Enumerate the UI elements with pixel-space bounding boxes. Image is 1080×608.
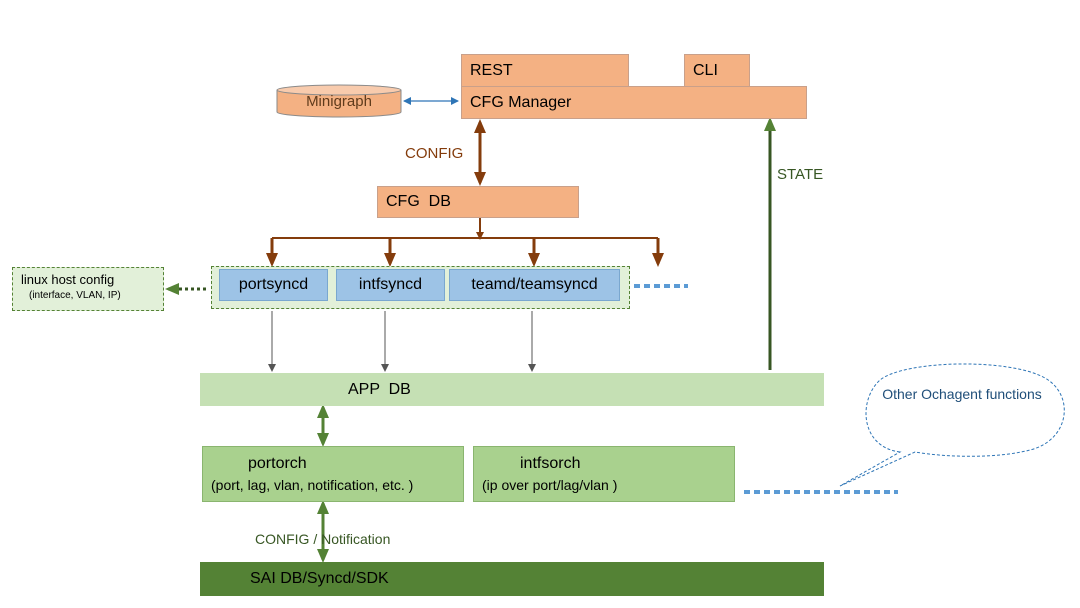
- linux-host-config-box: linux host config (interface, VLAN, IP): [12, 267, 164, 311]
- app-db-label: APP DB: [348, 380, 411, 398]
- intfsorch-subtitle: (ip over port/lag/vlan ): [482, 477, 618, 493]
- config-notification-label: CONFIG / Notification: [255, 531, 391, 547]
- sai-db-box: SAI DB/Syncd/SDK: [200, 562, 824, 596]
- other-functions-label: Other Ochagent functions: [882, 386, 1042, 402]
- cli-label: CLI: [693, 61, 718, 79]
- app-db-box: APP DB: [200, 373, 824, 406]
- intfsorch-title: intfsorch: [520, 455, 581, 472]
- intfsorch-box: intfsorch (ip over port/lag/vlan ): [473, 446, 735, 502]
- intfsyncd-box: intfsyncd: [336, 269, 445, 301]
- portsyncd-label: portsyncd: [238, 276, 309, 293]
- sai-db-label: SAI DB/Syncd/SDK: [250, 570, 389, 587]
- teamd-box: teamd/teamsyncd: [449, 269, 620, 301]
- teamd-label: teamd/teamsyncd: [471, 276, 598, 293]
- rest-label: REST: [470, 61, 513, 79]
- cli-box: CLI: [684, 54, 750, 87]
- cfg-manager-box: CFG Manager: [461, 86, 807, 119]
- cfg-manager-label: CFG Manager: [470, 93, 572, 111]
- config-label: CONFIG: [405, 145, 464, 162]
- portsyncd-box: portsyncd: [219, 269, 328, 301]
- minigraph-cylinder: Minigraph: [276, 84, 402, 118]
- minigraph-label: Minigraph: [306, 93, 372, 110]
- portorch-subtitle: (port, lag, vlan, notification, etc. ): [211, 477, 414, 493]
- linux-host-subtitle: (interface, VLAN, IP): [29, 290, 121, 301]
- cfg-db-box: CFG DB: [377, 186, 579, 218]
- state-label: STATE: [777, 166, 824, 183]
- linux-host-title: linux host config: [21, 272, 115, 287]
- portorch-title: portorch: [248, 455, 307, 472]
- cfg-db-label: CFG DB: [386, 193, 451, 210]
- rest-box: REST: [461, 54, 629, 87]
- portorch-box: portorch (port, lag, vlan, notification,…: [202, 446, 464, 502]
- intfsyncd-label: intfsyncd: [358, 276, 423, 293]
- cylinder-shape: [276, 84, 402, 118]
- other-functions-callout: [839, 363, 1065, 487]
